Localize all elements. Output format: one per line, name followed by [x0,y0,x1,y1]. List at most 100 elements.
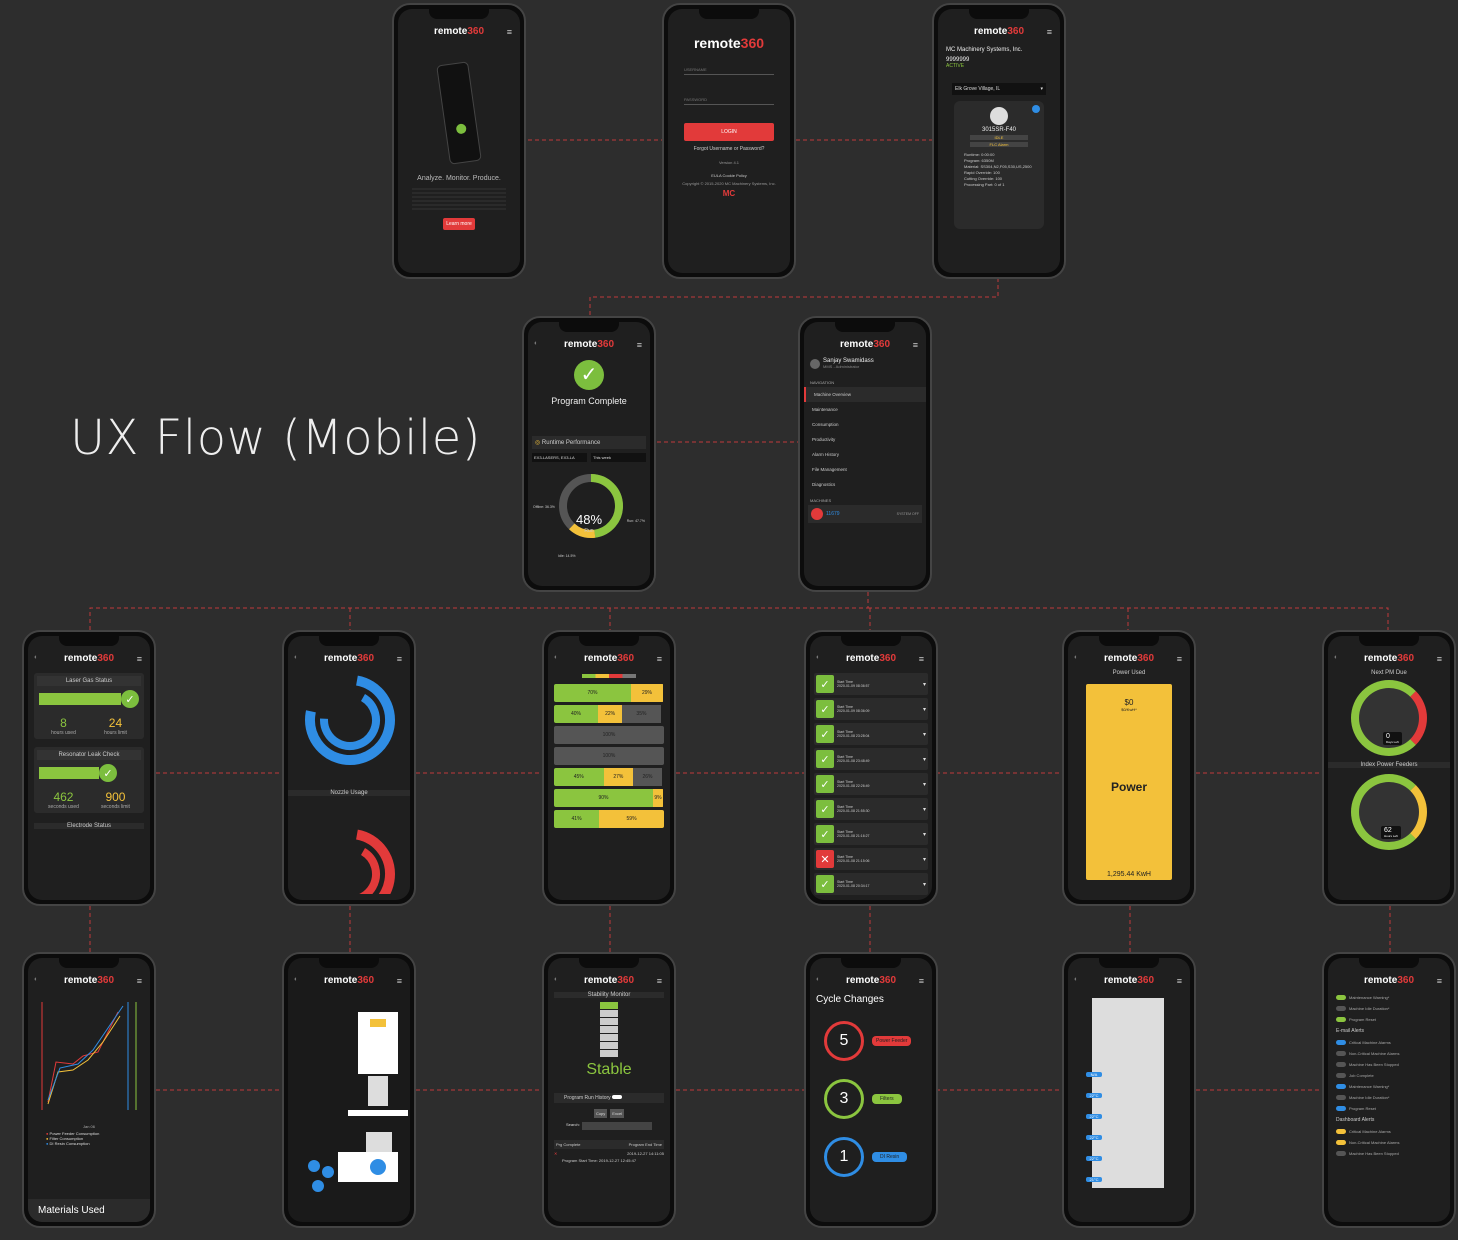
alert-toggle[interactable]: Critical Machine Alarms [1328,1126,1450,1137]
chevron-down-icon[interactable]: ▾ [922,731,926,738]
toggle[interactable] [612,1095,623,1099]
eula-link[interactable]: EULA Cookie Policy [711,173,747,178]
nav-item[interactable]: Productivity [812,437,836,442]
nav-item[interactable]: Machine Overview [804,387,926,402]
di-resin-badge[interactable]: DI Resin [872,1152,908,1162]
password-field[interactable]: PASSWORD [684,95,774,105]
forgot-link[interactable]: Forgot Username or Password? [693,146,765,152]
nav-item[interactable]: File Management [812,467,847,472]
copy-button[interactable]: Copy [593,1109,608,1118]
chevron-down-icon[interactable]: ▾ [922,856,926,863]
back-icon[interactable]: ◐ [1334,654,1339,661]
nav-item[interactable]: Maintenance [812,407,838,412]
back-icon[interactable]: ◐ [816,976,821,983]
period-filter[interactable]: This week [591,453,646,462]
alert-toggle[interactable]: Maintenance Warning* [1328,1081,1450,1092]
history-bar[interactable]: 90%9% [554,789,664,807]
menu-icon[interactable]: ≡ [918,654,924,664]
back-icon[interactable]: ◐ [34,654,39,661]
chevron-down-icon[interactable]: ▾ [922,881,926,888]
history-bar[interactable]: 100% [554,726,664,744]
machine-filter[interactable]: EX3-LASERS, EX3-LA [532,453,587,462]
nav-item[interactable]: Alarm History [812,452,840,457]
materials-title: Materials Used [28,1199,150,1222]
chevron-down-icon[interactable]: ▾ [922,781,926,788]
nav-item[interactable]: Consumption [812,422,839,427]
location-select[interactable]: Elk Grove Village, IL▾ [952,83,1046,95]
chevron-down-icon[interactable]: ▾ [922,806,926,813]
back-icon[interactable]: ◐ [554,654,559,661]
menu-icon[interactable]: ≡ [636,340,642,350]
info-icon[interactable] [1032,105,1040,113]
menu-icon[interactable]: ≡ [656,654,662,664]
alert-toggle[interactable]: Job Complete [1328,1070,1450,1081]
back-icon[interactable]: ◐ [554,976,559,983]
menu-icon[interactable]: ≡ [656,976,662,986]
menu-icon[interactable]: ≡ [506,27,512,37]
alert-toggle[interactable]: Maintenance Warning* [1328,992,1450,1003]
menu-icon[interactable]: ≡ [396,976,402,986]
machine-card[interactable]: 3015SR-F40 IDLE FLC Alarm Runtime: 0:00:… [954,101,1044,229]
back-icon[interactable]: ◐ [294,654,299,661]
filters-badge[interactable]: Filters [872,1094,902,1104]
back-icon[interactable]: ◐ [1074,976,1079,983]
run-label: Start Time [837,755,853,759]
learn-more-button[interactable]: Learn more [443,218,475,230]
chevron-down-icon[interactable]: ▾ [922,681,926,688]
menu-icon[interactable]: ≡ [136,654,142,664]
brand-logo: remote360 [63,975,115,986]
nav-item[interactable]: Diagnostics [812,482,836,487]
alert-toggle[interactable]: Non-Critical Machine Alarms [1328,1048,1450,1059]
back-icon[interactable]: ◐ [34,976,39,983]
back-icon[interactable]: ◐ [1074,654,1079,661]
brand-logo: remote360 [563,339,615,350]
menu-icon[interactable]: ≡ [918,976,924,986]
history-bar[interactable]: 41%59% [554,810,664,828]
chevron-down-icon[interactable]: ▾ [922,706,926,713]
power-feeder-badge[interactable]: Power Feeder [872,1036,912,1046]
back-icon[interactable]: ◐ [534,340,539,347]
menu-icon[interactable]: ≡ [1436,976,1442,986]
chevron-down-icon[interactable]: ▾ [922,831,926,838]
menu-icon[interactable]: ≡ [396,654,402,664]
alert-toggle[interactable]: Program Reset [1328,1014,1450,1025]
menu-icon[interactable]: ≡ [1176,654,1182,664]
history-bar[interactable]: 45%27%26% [554,768,664,786]
alert-toggle[interactable]: Program Reset [1328,1103,1450,1114]
menu-icon[interactable]: ≡ [1436,654,1442,664]
history-bar[interactable]: 100% [554,747,664,765]
alert-toggle[interactable]: Machine Has Been Stopped [1328,1148,1450,1159]
alert-toggle[interactable]: Machine Idle Duration* [1328,1092,1450,1103]
username-field[interactable]: USERNAME [684,65,774,75]
history-bar[interactable]: 70%29% [554,684,664,702]
phone-alerts: remote360≡ Maintenance Warning*Machine I… [1322,952,1456,1228]
stability-state: Stable [586,1061,632,1078]
menu-icon[interactable]: ≡ [1046,27,1052,37]
menu-icon[interactable]: ≡ [136,976,142,986]
alert-toggle[interactable]: Machine Has Been Stopped [1328,1059,1450,1070]
alert-toggle[interactable]: Critical Machine Alarms [1328,1037,1450,1048]
login-button[interactable]: LOGIN [684,123,774,141]
chevron-down-icon[interactable]: ▾ [922,756,926,763]
search-input[interactable] [581,1122,652,1130]
excel-button[interactable]: Excel [610,1109,625,1118]
menu-icon[interactable]: ≡ [912,340,918,350]
alert-toggle[interactable]: Non-Critical Machine Alarms [1328,1137,1450,1148]
alert-toggle[interactable]: Machine Idle Duration* [1328,1003,1450,1014]
history-bar[interactable]: 40%22%35% [554,705,664,723]
menu-icon[interactable]: ≡ [1176,976,1182,986]
back-icon[interactable]: ◐ [816,654,821,661]
back-icon[interactable]: ◐ [294,976,299,983]
